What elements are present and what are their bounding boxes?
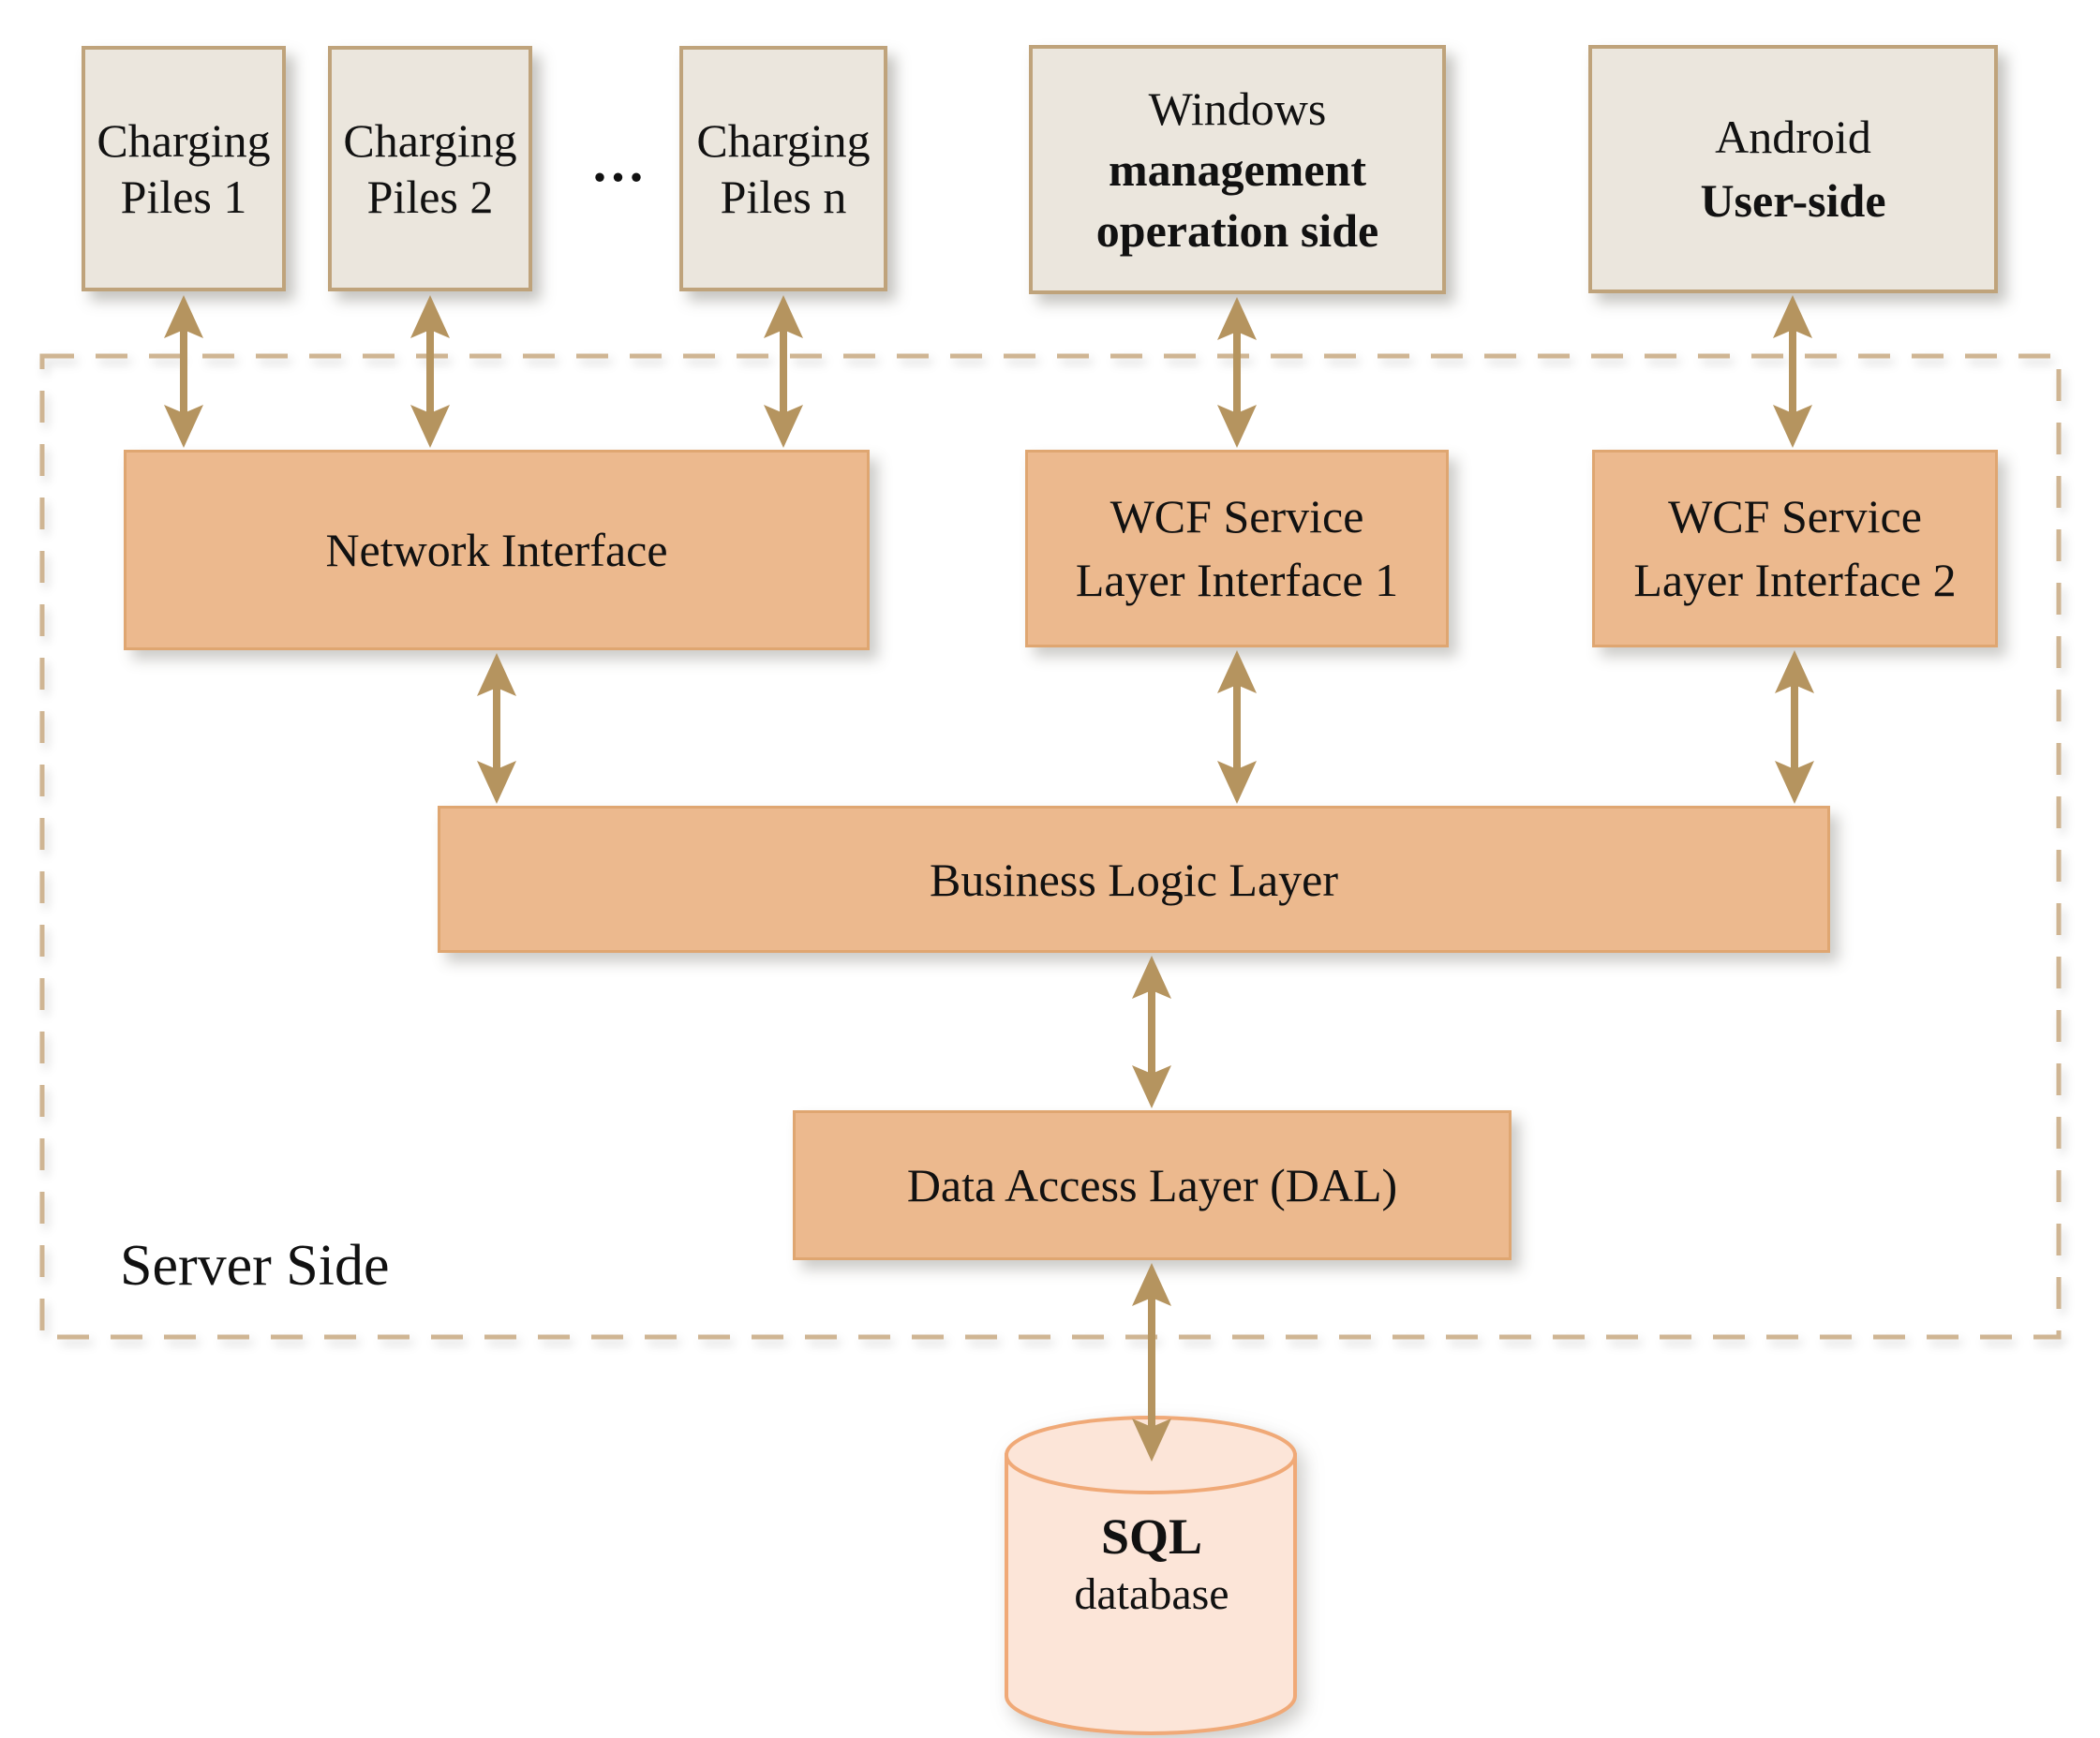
double-arrow-network-bll [477, 653, 516, 804]
double-arrow-piles2-network [410, 295, 450, 448]
double-arrow-piles1-network [164, 295, 203, 448]
windows-management-box: Windows management operation side [1029, 45, 1446, 294]
charging-piles-2-box: Charging Piles 2 [328, 46, 532, 291]
business-logic-layer-box: Business Logic Layer [438, 806, 1830, 953]
wcf-service-2-label-line2: Layer Interface 2 [1633, 553, 1957, 606]
double-arrow-bll-dal [1132, 956, 1171, 1108]
double-arrow-wcf2-bll [1775, 650, 1814, 804]
wcf-service-1-label-line2: Layer Interface 1 [1075, 553, 1399, 606]
database-label: database [1074, 1568, 1229, 1619]
wcf-service-1-label-line1: WCF Service [1110, 490, 1364, 542]
android-label-line1: Android [1715, 111, 1871, 163]
double-arrow-dal-sql [1132, 1263, 1171, 1462]
double-arrow-windows-wcf1 [1217, 297, 1257, 448]
sql-label: SQL [1100, 1508, 1203, 1565]
windows-label-line2: management [1109, 142, 1366, 196]
android-user-box: Android User-side [1588, 45, 1998, 293]
double-arrow-android-wcf2 [1773, 295, 1812, 448]
charging-piles-n-label-line2: Piles n [720, 171, 847, 223]
data-access-layer-box: Data Access Layer (DAL) [793, 1110, 1512, 1260]
windows-label-line3: operation side [1095, 203, 1379, 257]
wcf-service-2-label-line1: WCF Service [1668, 490, 1922, 542]
charging-piles-2-label-line1: Charging [343, 114, 517, 167]
server-side-label: Server Side [120, 1234, 390, 1298]
sql-database-label: SQL database [1006, 1507, 1297, 1621]
ellipsis-more-piles: ... [592, 131, 648, 193]
charging-piles-n-label-line1: Charging [696, 114, 871, 167]
network-interface-label: Network Interface [325, 524, 668, 576]
charging-piles-2-label-line2: Piles 2 [366, 171, 494, 223]
double-arrow-pilesn-network [764, 295, 803, 448]
network-interface-box: Network Interface [124, 450, 870, 650]
wcf-service-2-box: WCF Service Layer Interface 2 [1592, 450, 1998, 647]
charging-piles-n-box: Charging Piles n [679, 46, 887, 291]
charging-piles-1-label-line1: Charging [97, 114, 271, 167]
charging-piles-1-box: Charging Piles 1 [82, 46, 286, 291]
double-arrow-wcf1-bll [1217, 650, 1257, 804]
wcf-service-1-box: WCF Service Layer Interface 1 [1025, 450, 1449, 647]
charging-piles-1-label-line2: Piles 1 [120, 171, 247, 223]
data-access-layer-label: Data Access Layer (DAL) [906, 1159, 1398, 1211]
windows-label-line1: Windows [1148, 82, 1327, 135]
android-label-line2: User-side [1700, 173, 1886, 227]
business-logic-layer-label: Business Logic Layer [929, 853, 1338, 906]
